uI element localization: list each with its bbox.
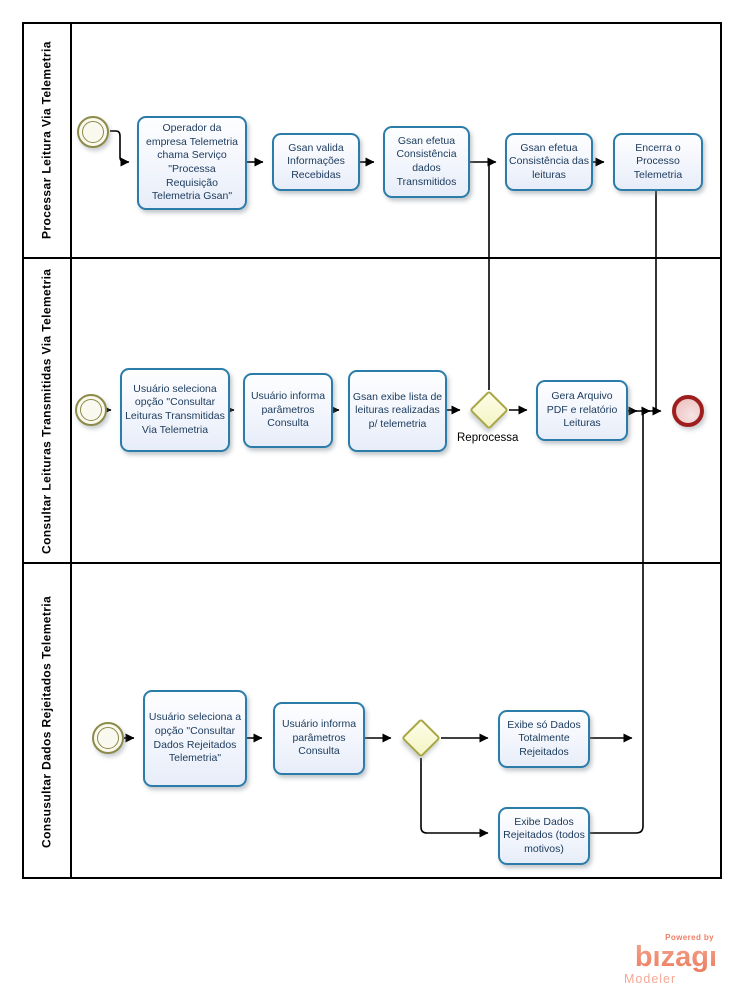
task-informa-parametros-consulta[interactable]: Usuário informa parâmetros Consulta [243, 373, 333, 448]
task-seleciona-consultar-rejeitados[interactable]: Usuário seleciona a opção "Consultar Dad… [143, 690, 247, 787]
start-event-inner-ring [82, 121, 104, 143]
bizagi-branding: Powered by bızagı Modeler [621, 934, 717, 986]
task-exibe-lista-leituras[interactable]: Gsan exibe lista de leituras realizadas … [348, 370, 447, 452]
lane-separator-2 [22, 562, 722, 564]
task-encerra-processo-telemetria[interactable]: Encerra o Processo Telemetria [613, 133, 703, 191]
task-exibe-todos-motivos[interactable]: Exibe Dados Rejeitados (todos motivos) [498, 807, 590, 865]
start-event-lane2[interactable] [75, 394, 107, 426]
start-event-inner-ring [97, 727, 119, 749]
task-gera-arquivo-pdf[interactable]: Gera Arquivo PDF e relatório Leituras [536, 380, 628, 441]
end-event[interactable] [672, 395, 704, 427]
start-event-lane1[interactable] [77, 116, 109, 148]
gateway-reprocessa-label: Reprocessa [457, 432, 519, 444]
start-event-lane3[interactable] [92, 722, 124, 754]
lane-label-divider [70, 22, 72, 879]
task-processa-requisicao-telemetria[interactable]: Operador da empresa Telemetria chama Ser… [137, 116, 247, 210]
flow-lines [102, 130, 662, 838]
process-pool [22, 22, 722, 879]
task-seleciona-consultar-leituras[interactable]: Usuário seleciona opção "Consultar Leitu… [120, 368, 230, 452]
powered-by-label: Powered by [665, 933, 714, 942]
start-event-inner-ring [80, 399, 102, 421]
task-consistencia-dados-transmitidos[interactable]: Gsan efetua Consistência dados Transmiti… [383, 126, 470, 198]
bizagi-logo: bızagı [621, 943, 717, 972]
task-valida-informacoes[interactable]: Gsan valida Informações Recebidas [272, 133, 360, 191]
task-exibe-so-totalmente-rejeitados[interactable]: Exibe só Dados Totalmente Rejeitados [498, 710, 590, 768]
bizagi-modeler-label: Modeler [624, 972, 677, 986]
task-informa-parametros-consulta-2[interactable]: Usuário informa parâmetros Consulta [273, 702, 365, 775]
lane-separator-1 [22, 257, 722, 259]
task-consistencia-das-leituras[interactable]: Gsan efetua Consistência das leituras [505, 133, 593, 191]
